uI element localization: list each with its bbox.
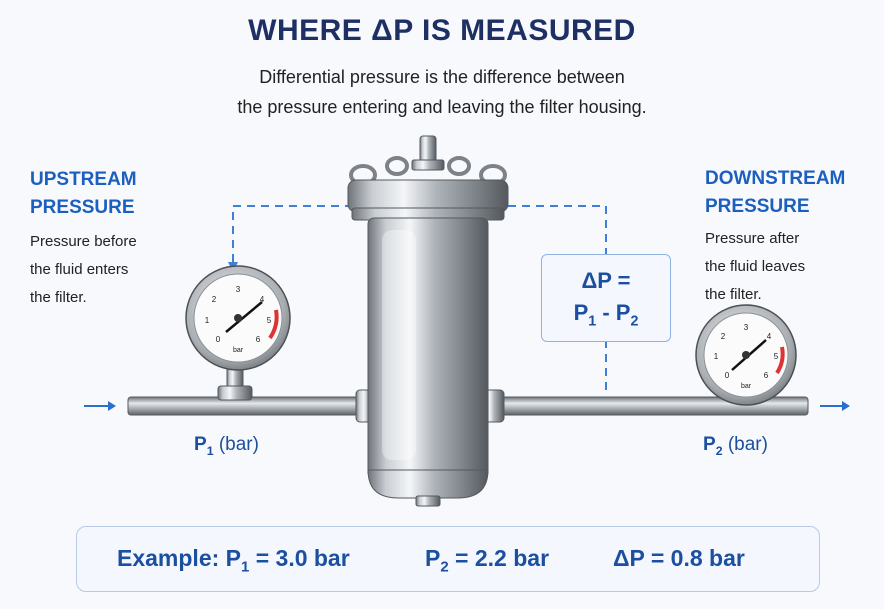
- upstream-heading-line-1: UPSTREAM: [30, 169, 137, 190]
- formula-p1-sub: 1: [588, 313, 597, 330]
- example-p2-sub: 2: [440, 558, 449, 576]
- inlet-arrow-icon: [84, 401, 116, 411]
- filter-housing: [347, 135, 509, 507]
- p2-label-sym: P: [703, 434, 716, 455]
- page-title: WHERE ΔP IS MEASURED: [248, 14, 636, 47]
- example-p2-val: = 2.2 bar: [448, 545, 550, 571]
- gauge1-tick-1: 1: [205, 316, 210, 325]
- p2-label-sub: 2: [715, 443, 723, 458]
- example-box: Example: P1 = 3.0 bar P2 = 2.2 bar ΔP = …: [76, 526, 820, 592]
- gauge1-tick-3: 3: [236, 285, 241, 294]
- gauge1-needle: [225, 301, 263, 333]
- example-p1-sub: 1: [241, 558, 250, 576]
- example-p2-sym: P: [425, 545, 441, 571]
- formula-line-1: ΔP =: [581, 268, 631, 293]
- p1-label-sub: 1: [206, 443, 214, 458]
- p1-label-sym: P: [194, 434, 207, 455]
- formula-p2-sub: 2: [630, 313, 639, 330]
- subtitle-line-1: Differential pressure is the difference …: [259, 67, 625, 87]
- gauge1-tick-4: 4: [260, 295, 265, 304]
- gauge2-tick-0: 0: [725, 371, 730, 380]
- formula-p2: P: [615, 300, 631, 325]
- gauge1-tick-2: 2: [212, 295, 217, 304]
- upstream-text-line-2: the fluid enters: [30, 261, 129, 278]
- outlet-arrow-icon: [820, 401, 850, 411]
- downstream-text-line-3: the filter.: [705, 286, 762, 303]
- downstream-gauge: 0 1 2 3 4 5 6 bar: [695, 304, 797, 406]
- subtitle-line-2: the pressure entering and leaving the fi…: [237, 97, 647, 117]
- downstream-heading-line-1: DOWNSTREAM: [705, 168, 846, 189]
- upstream-section: UPSTREAM PRESSURE Pressure before the fl…: [30, 166, 137, 312]
- gauge1-tick-0: 0: [216, 335, 221, 344]
- gauge2-tick-4: 4: [767, 332, 772, 341]
- downstream-heading-line-2: PRESSURE: [705, 196, 810, 217]
- gauge1-tick-6: 6: [256, 335, 261, 344]
- gauge2-unit: bar: [741, 383, 752, 390]
- example-delta-p: ΔP = 0.8 bar: [613, 545, 745, 571]
- example-p1-sym: P: [225, 545, 241, 571]
- dashed-measurement-lines: [232, 205, 607, 392]
- gauge2-tick-6: 6: [764, 371, 769, 380]
- example-p1: Example: P1 = 3.0 bar: [117, 545, 350, 576]
- example-prefix: Example:: [117, 545, 220, 571]
- downstream-section: DOWNSTREAM PRESSURE Pressure after the f…: [705, 165, 845, 309]
- upstream-heading-line-2: PRESSURE: [30, 197, 135, 218]
- downstream-text-line-2: the fluid leaves: [705, 258, 806, 275]
- gauge1-unit: bar: [233, 347, 244, 354]
- example-p2: P2 = 2.2 bar: [425, 545, 549, 576]
- upstream-text-line-3: the filter.: [30, 289, 87, 306]
- example-p1-val: = 3.0 bar: [249, 545, 350, 571]
- p2-label: P2 (bar): [703, 434, 768, 458]
- formula-minus: -: [596, 300, 616, 325]
- gauge1-tick-5: 5: [267, 316, 272, 325]
- subtitle: Differential pressure is the difference …: [0, 62, 884, 122]
- formula-p1: P: [573, 300, 589, 325]
- formula-line-2: P1 - P2: [542, 297, 670, 337]
- p2-label-unit: (bar): [722, 434, 768, 455]
- upstream-gauge: 0 1 2 3 4 5 6 bar: [185, 265, 291, 401]
- p1-label: P1 (bar): [194, 434, 259, 458]
- gauge2-tick-3: 3: [744, 323, 749, 332]
- gauge2-tick-2: 2: [721, 332, 726, 341]
- delta-p-formula-box: ΔP = P1 - P2: [541, 254, 671, 342]
- p1-label-unit: (bar): [213, 434, 259, 455]
- gauge2-tick-5: 5: [774, 352, 779, 361]
- downstream-text-line-1: Pressure after: [705, 230, 800, 247]
- upstream-text-line-1: Pressure before: [30, 233, 137, 250]
- gauge2-tick-1: 1: [714, 352, 719, 361]
